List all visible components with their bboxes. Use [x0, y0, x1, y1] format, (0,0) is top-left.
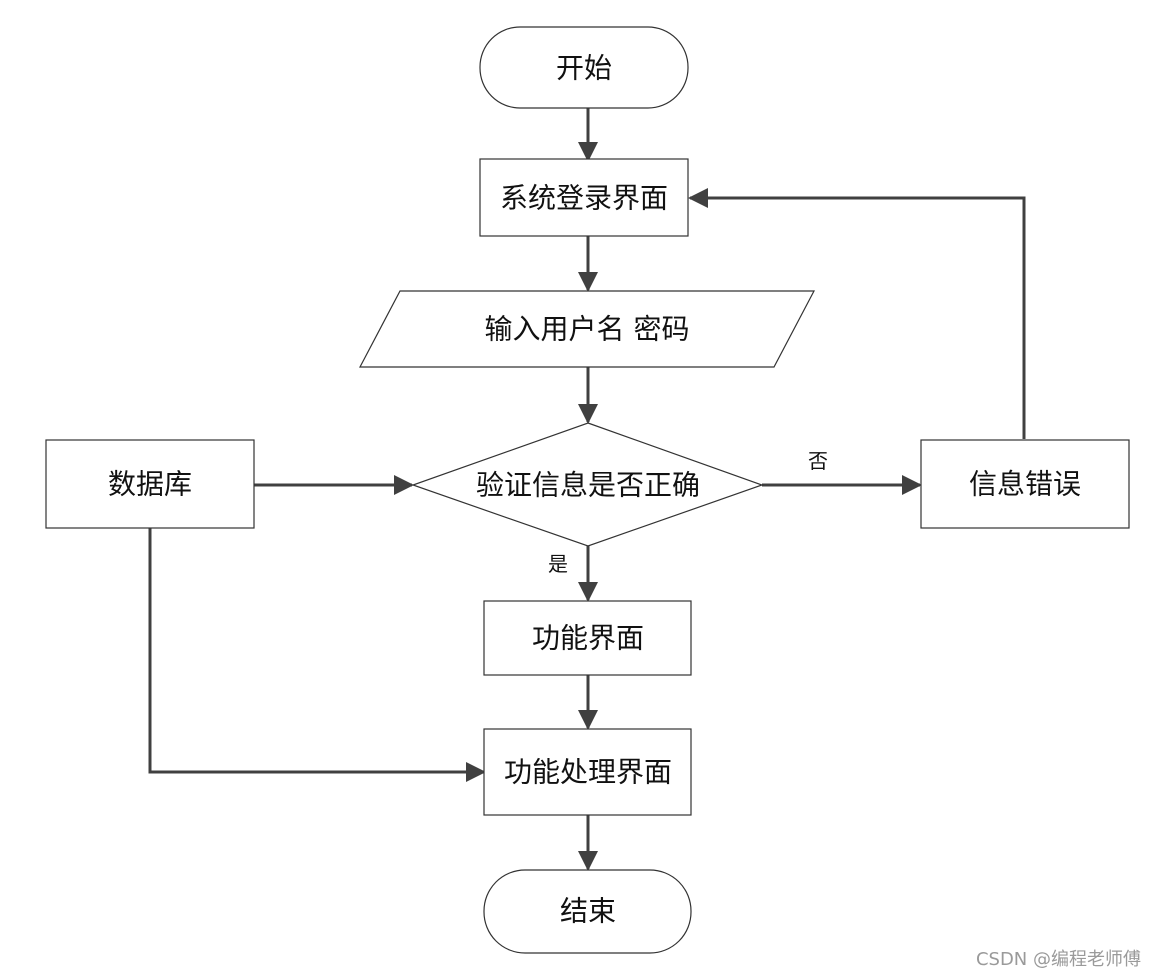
end-label: 结束	[560, 895, 616, 928]
function-screen-box	[483, 600, 692, 676]
edge-error-to-login	[688, 188, 1026, 439]
start-node: 开始	[479, 26, 689, 109]
verify-label: 验证信息是否正确	[476, 469, 700, 502]
function-processing-label: 功能处理界面	[504, 756, 672, 789]
login-screen-box	[479, 158, 689, 237]
database-node: 数据库	[45, 439, 255, 529]
input-credentials-parallelogram	[359, 290, 815, 368]
input-credentials-label: 输入用户名 密码	[485, 313, 690, 346]
start-terminal-shape	[479, 26, 689, 109]
input-credentials-node: 输入用户名 密码	[359, 290, 815, 368]
database-box	[45, 439, 255, 529]
function-screen-label: 功能界面	[532, 622, 644, 655]
edge-database-to-processing	[148, 528, 486, 782]
end-terminal-shape	[483, 869, 692, 954]
edge-label-no: 否	[808, 449, 828, 473]
database-label: 数据库	[108, 468, 192, 501]
function-processing-node: 功能处理界面	[483, 728, 692, 816]
start-label: 开始	[556, 52, 612, 85]
function-screen-node: 功能界面	[483, 600, 692, 676]
function-processing-box	[483, 728, 692, 816]
edge-label-yes: 是	[548, 552, 568, 576]
watermark: CSDN @编程老师傅	[975, 949, 1141, 970]
info-error-label: 信息错误	[969, 468, 1081, 501]
end-node: 结束	[483, 869, 692, 954]
login-screen-label: 系统登录界面	[500, 182, 668, 215]
edges	[148, 108, 1026, 871]
login-screen-node: 系统登录界面	[479, 158, 689, 237]
verify-node: 验证信息是否正确	[411, 422, 764, 547]
info-error-box	[920, 439, 1130, 529]
verify-decision-diamond	[411, 422, 764, 547]
info-error-node: 信息错误	[920, 439, 1130, 529]
